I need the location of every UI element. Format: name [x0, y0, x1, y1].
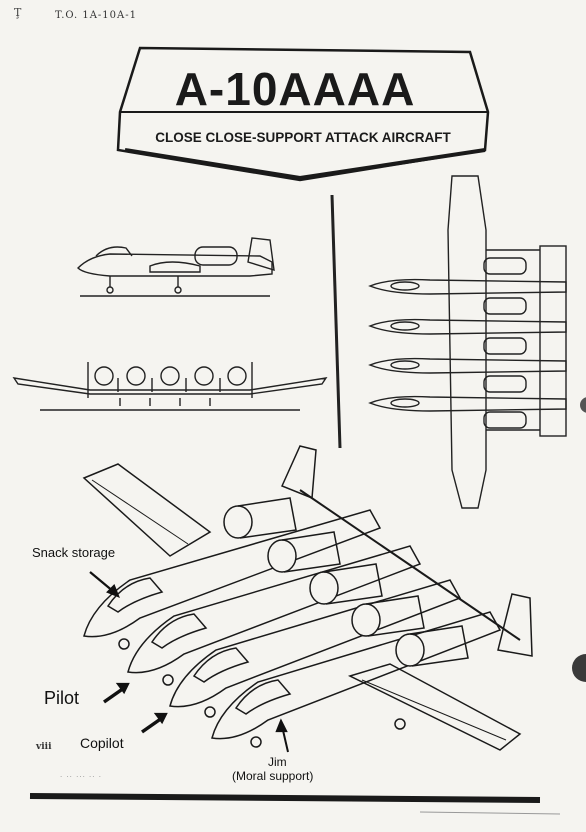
annotation-arrows: [89, 571, 289, 753]
copilot-label: Copilot: [80, 735, 124, 751]
page-number: viii: [36, 742, 52, 752]
binder-hole-bottom: [572, 654, 586, 682]
divider-line: [330, 194, 342, 449]
front-view-drawing: [12, 362, 328, 411]
banner-subtitle: CLOSE CLOSE-SUPPORT ATTACK AIRCRAFT: [155, 130, 451, 145]
corner-mark: Ţ: [14, 6, 22, 19]
banner-title: A-10AAAA: [174, 63, 416, 115]
snack-storage-label: Snack storage: [32, 545, 116, 560]
jim-label: Jim: [268, 755, 287, 769]
top-view-drawing: [368, 175, 567, 509]
faint-footer-text: · ·· ··· ·· ·: [60, 773, 102, 781]
tech-order-number: T.O. 1A-10A-1: [55, 10, 137, 21]
moral-support-label: (Moral support): [232, 769, 314, 783]
banner-frame: [116, 46, 490, 182]
side-view-drawing: [77, 237, 275, 297]
pilot-arrow: [102, 686, 126, 704]
bottom-rule: [29, 793, 541, 803]
pilot-label: Pilot: [44, 688, 80, 708]
binder-hole-top: [580, 397, 586, 413]
isometric-aircraft-drawing: [82, 445, 533, 751]
copilot-arrow: [140, 716, 164, 734]
